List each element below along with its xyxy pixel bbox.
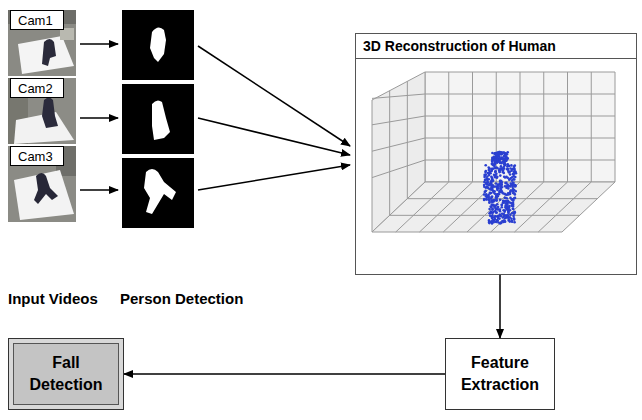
camera-frame <box>8 78 76 144</box>
output-box: Fall Detection <box>8 338 124 410</box>
flow-arrow <box>80 44 350 190</box>
stage-label: Input Videos <box>8 290 98 307</box>
silhouette <box>122 84 194 154</box>
node-title: Fall Detection <box>20 352 112 395</box>
camera-frame <box>8 10 76 76</box>
silhouette <box>122 10 194 80</box>
flow-connector <box>499 275 501 338</box>
reconstruction-panel: 3D Reconstruction of Human <box>355 33 637 275</box>
camera-frame <box>8 146 76 222</box>
node-title: Cam2 <box>18 81 53 96</box>
plot-3d <box>356 58 636 274</box>
node-title: 3D Reconstruction of Human <box>356 34 636 59</box>
process-box: Feature Extraction <box>445 338 555 410</box>
silhouette <box>122 158 194 228</box>
node-title: Cam1 <box>18 13 53 28</box>
camera-label: Cam1 <box>10 10 64 30</box>
camera-label: Cam3 <box>10 146 64 166</box>
node-title: Feature Extraction <box>454 352 546 395</box>
camera-label: Cam2 <box>10 78 64 98</box>
flow-connector <box>124 373 445 375</box>
node-title: Cam3 <box>18 149 53 164</box>
stage-label: Person Detection <box>120 290 243 307</box>
